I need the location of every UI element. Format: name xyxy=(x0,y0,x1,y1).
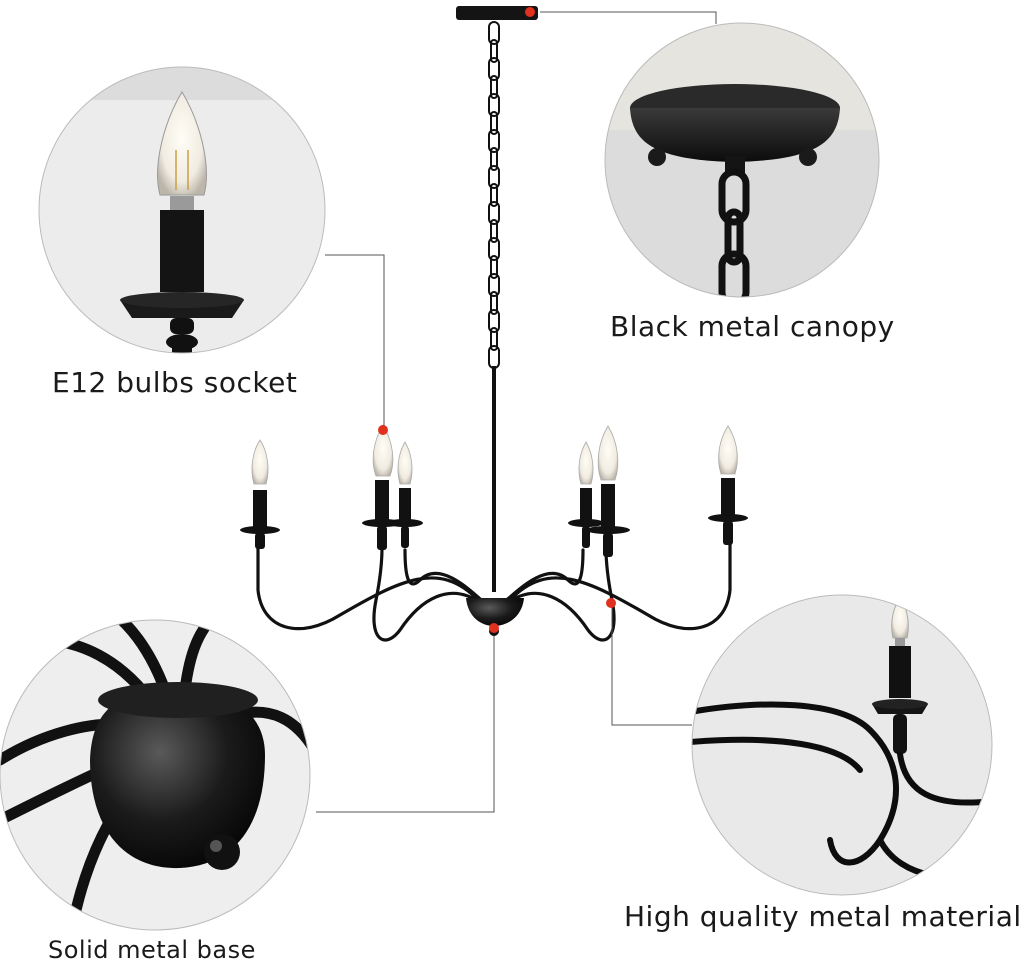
caption-socket: E12 bulbs socket xyxy=(52,366,298,399)
marker-socket xyxy=(378,425,388,435)
callout-lines xyxy=(316,11,717,813)
chandelier-arms xyxy=(256,543,732,642)
zoom-material xyxy=(691,594,993,896)
candle-right-outer xyxy=(708,425,748,545)
center-body xyxy=(466,598,524,626)
candle-right-inner xyxy=(568,441,604,548)
marker-base xyxy=(489,623,499,633)
candle-left-mid xyxy=(362,424,402,550)
marker-material xyxy=(606,598,616,608)
marker-canopy xyxy=(525,7,535,17)
candle-right-mid xyxy=(586,425,630,557)
candle-left-outer xyxy=(240,439,280,549)
caption-canopy: Black metal canopy xyxy=(610,310,895,343)
zoom-canopy xyxy=(604,22,880,298)
chain xyxy=(488,21,500,369)
zoom-base xyxy=(0,619,311,931)
caption-material: High quality metal material xyxy=(624,900,1022,933)
zoom-socket xyxy=(38,66,326,354)
callout-markers xyxy=(378,7,616,633)
caption-base: Solid metal base xyxy=(48,936,256,964)
candle-left-inner xyxy=(387,441,423,548)
chandelier xyxy=(240,6,748,642)
canopy-plate xyxy=(456,6,538,20)
down-rod xyxy=(492,366,496,592)
